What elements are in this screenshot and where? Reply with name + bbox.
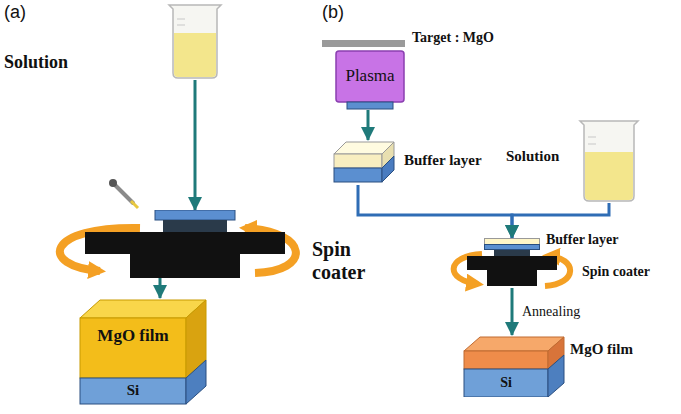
solution-beaker: Solution: [167, 2, 223, 80]
spin-coater: Spin coater: [85, 210, 285, 278]
mgo-film-stack: [462, 335, 566, 397]
node-label: Target : MgO: [412, 30, 494, 46]
buffer-substrate: [484, 238, 540, 250]
si-layer: Si: [464, 369, 548, 397]
film-stack: MgO filmSi: [78, 298, 208, 408]
node-label: Solution: [4, 52, 68, 73]
node-label: Solution: [506, 148, 559, 165]
node-label: MgO film: [80, 322, 186, 350]
solution-beaker: Solution: [578, 118, 640, 203]
buffer-substrate: Buffer layer: [484, 238, 540, 250]
flow-arrow: [194, 80, 197, 210]
flow-arrow: [159, 278, 162, 298]
edge-label: Annealing: [520, 304, 582, 320]
mgo-film-stack: [78, 298, 208, 408]
flow-arrow: [511, 288, 514, 335]
plasma-box: Plasma: [335, 50, 405, 110]
beaker: [167, 2, 223, 80]
panel-label: (b): [322, 2, 344, 23]
node-label: MgO film: [570, 341, 633, 358]
spin-coater: [85, 210, 285, 278]
flow-arrow: [367, 110, 370, 140]
flow-arrow: [358, 185, 512, 238]
node-label: Plasma: [335, 50, 405, 102]
beaker: [578, 118, 640, 203]
node-label: Si: [464, 369, 548, 397]
si-layer: Si: [80, 378, 186, 404]
buffer-layer-slab: Buffer layer: [332, 140, 396, 185]
node-label: Si: [80, 378, 186, 404]
sputter-target: Target : MgO: [322, 40, 405, 47]
node-label: Spin coater: [312, 238, 384, 284]
panel-label: (a): [4, 2, 26, 23]
node-label: Buffer layer: [404, 152, 482, 169]
node-label: Spin coater: [582, 264, 650, 280]
dropper: [109, 179, 138, 208]
buffer-layer-slab: [332, 140, 396, 185]
film-stack: MgO filmSi: [462, 335, 566, 397]
node-label: Buffer layer: [546, 232, 618, 248]
spin-coater: Spin coaterBuffer layer: [462, 238, 562, 288]
